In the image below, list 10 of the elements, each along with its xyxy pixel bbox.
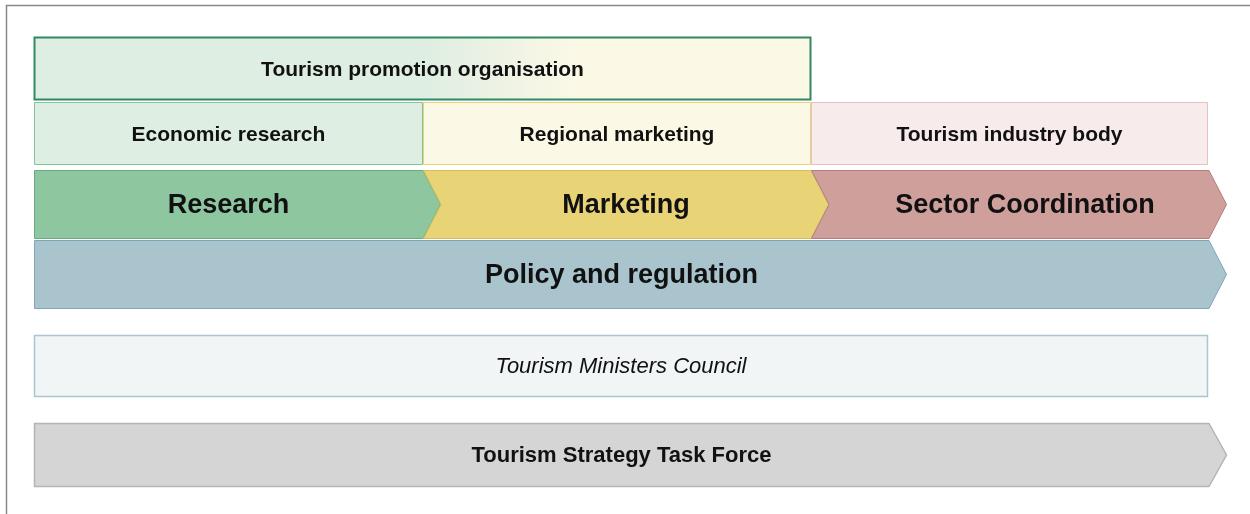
box-label: Regional marketing <box>519 121 715 146</box>
stage-label: Marketing <box>562 189 690 220</box>
box-label: Tourism Ministers Council <box>495 353 747 379</box>
stage-label: Research <box>167 189 290 220</box>
stage-label: Sector Coordination <box>895 189 1155 220</box>
stage-label: Tourism Strategy Task Force <box>471 442 772 468</box>
box-label: Tourism promotion organisation <box>261 56 584 81</box>
box-label: Tourism industry body <box>896 121 1123 146</box>
stage-label: Policy and regulation <box>484 259 758 290</box>
box-label: Economic research <box>131 121 326 146</box>
